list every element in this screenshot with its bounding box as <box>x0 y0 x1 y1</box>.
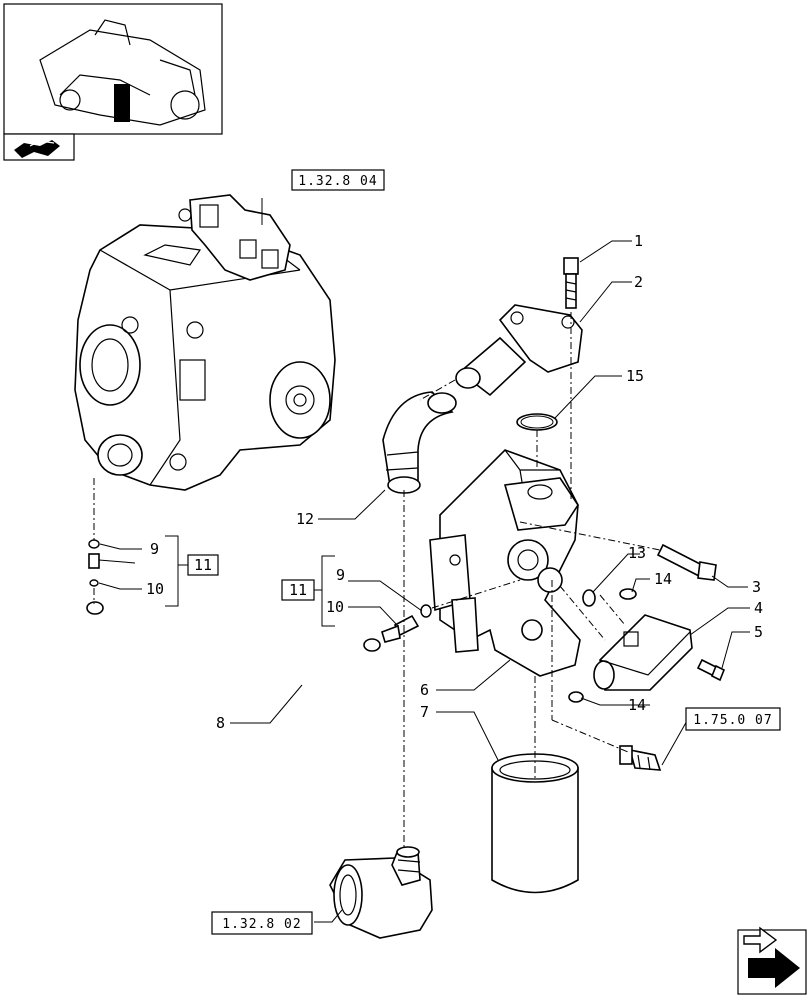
part-6-filter-head <box>429 449 581 677</box>
pump-ref-box[interactable]: 1.32.8 04 <box>291 169 385 191</box>
lower-inlet-housing <box>329 846 433 939</box>
part-14-o-ring-lower <box>568 691 584 703</box>
part-8-pipe <box>64 601 381 823</box>
callout-12: 12 <box>296 510 314 528</box>
callout-8: 8 <box>216 714 225 732</box>
lower-ref-box[interactable]: 1.32.8 02 <box>211 911 313 935</box>
part-5-screw <box>696 658 726 682</box>
callout-10-middle: 10 <box>326 598 344 616</box>
leader-lines <box>98 198 750 923</box>
part-4-fitting <box>593 614 693 691</box>
alignment-lines <box>93 312 661 850</box>
callout-14-upper: 14 <box>654 570 672 588</box>
lower-ref-text: 1.32.8 02 <box>222 917 301 932</box>
part-12-elbow-hose <box>382 391 457 494</box>
callout-13: 13 <box>628 544 646 562</box>
middle-fitting-group <box>381 604 432 643</box>
thumbnail-frame[interactable] <box>3 3 223 161</box>
callout-7: 7 <box>420 703 429 721</box>
callout-5: 5 <box>754 623 763 641</box>
part-1-bolt <box>563 257 579 309</box>
callout-10-left: 10 <box>146 580 164 598</box>
callout-9-middle: 9 <box>336 566 345 584</box>
part-3-bolt <box>656 543 717 581</box>
next-page-arrow-icon <box>743 926 800 988</box>
hydraulic-pump <box>74 194 336 491</box>
sensor-ref-text: 1.75.0 07 <box>693 713 772 728</box>
callout-9-left: 9 <box>150 540 159 558</box>
pump-ref-text: 1.32.8 04 <box>298 174 377 189</box>
part-2-flange <box>455 304 583 397</box>
callout-4: 4 <box>754 599 763 617</box>
callout-labels: 1 2 3 4 5 6 7 8 9 10 9 10 12 13 14 14 15 <box>146 232 763 732</box>
tractor-thumbnail-icon <box>39 19 206 126</box>
part-15-o-ring <box>516 413 558 431</box>
callout-3: 3 <box>752 578 761 596</box>
sensor-ref-box[interactable]: 1.75.0 07 <box>685 707 781 731</box>
group-brackets <box>165 535 335 627</box>
callout-11-middle: 11 <box>289 581 307 599</box>
left-fitting-group <box>88 539 100 587</box>
part-14-o-ring-upper <box>619 588 637 600</box>
callout-2: 2 <box>634 273 643 291</box>
part-13-o-ring <box>582 589 596 607</box>
book-icon <box>14 140 60 158</box>
part-7-filter-cartridge <box>491 753 579 894</box>
pressure-sensor <box>619 745 662 771</box>
group-11-box-middle[interactable]: 11 <box>281 579 315 601</box>
callout-6: 6 <box>420 681 429 699</box>
group-11-box-left[interactable]: 11 <box>187 554 219 576</box>
next-page-button[interactable] <box>737 926 807 995</box>
callout-14-lower: 14 <box>628 696 646 714</box>
callout-11-left: 11 <box>194 556 212 574</box>
callout-15: 15 <box>626 367 644 385</box>
callout-1: 1 <box>634 232 643 250</box>
